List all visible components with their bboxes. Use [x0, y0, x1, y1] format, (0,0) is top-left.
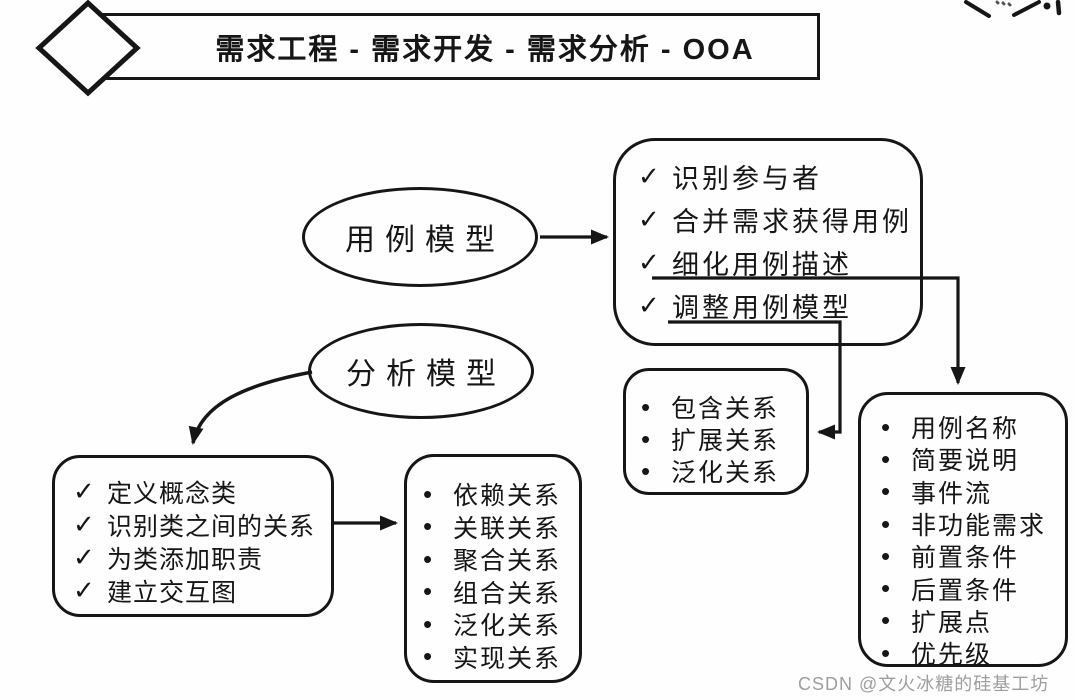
list-item: • 依赖关系: [423, 478, 579, 511]
list-item-label: 关联关系: [453, 514, 562, 543]
check-icon: ✓: [638, 247, 663, 277]
bullet-icon: •: [881, 508, 893, 539]
check-icon: ✓: [638, 161, 663, 191]
bullet-icon: •: [423, 641, 435, 672]
list-item-label: 依赖关系: [453, 482, 562, 511]
use-case-model-ellipse: 用例模型: [302, 187, 538, 287]
check-icon: ✓: [73, 542, 96, 572]
list-item-label: 扩展点: [911, 608, 993, 637]
list-item-label: 调整用例模型: [672, 293, 852, 323]
bullet-icon: •: [881, 411, 893, 442]
analysis-model-ellipse: 分析模型: [308, 323, 534, 419]
list-item: • 泛化关系: [641, 455, 806, 488]
analysis-steps-box: ✓ 定义概念类 ✓ 识别类之间的关系 ✓ 为类添加职责 ✓ 建立交互图: [52, 455, 334, 617]
list-item: • 事件流: [881, 476, 1065, 508]
list-item-label: 实现关系: [453, 644, 562, 673]
bullet-icon: •: [423, 478, 435, 509]
list-item: • 实现关系: [423, 641, 579, 674]
list-item: ✓ 调整用例模型: [638, 284, 920, 327]
bullet-icon: •: [641, 455, 653, 486]
watermark: CSDN @文火冰糖的硅基工坊: [798, 674, 1050, 694]
list-item-label: 后置条件: [911, 576, 1020, 605]
list-item: ✓ 定义概念类: [73, 475, 331, 508]
list-item-label: 建立交互图: [107, 578, 238, 607]
page-title: 需求工程 - 需求开发 - 需求分析 - OOA: [215, 33, 755, 66]
list-item-label: 非功能需求: [911, 512, 1047, 541]
check-icon: ✓: [73, 575, 96, 605]
list-item: • 扩展关系: [641, 423, 806, 456]
list-item: • 包含关系: [641, 391, 806, 424]
bullet-icon: •: [881, 540, 893, 571]
list-item-label: 扩展关系: [671, 427, 780, 455]
bullet-icon: •: [881, 443, 893, 474]
list-item: • 优先级: [881, 637, 1065, 670]
bullet-icon: •: [423, 608, 435, 639]
bullet-icon: •: [881, 637, 893, 668]
list-item-label: 优先级: [911, 641, 993, 670]
list-item: ✓ 细化用例描述: [638, 241, 920, 284]
list-item-label: 前置条件: [911, 544, 1020, 573]
list-item-label: 识别参与者: [672, 164, 822, 194]
bullet-icon: •: [423, 511, 435, 542]
list-item: • 后置条件: [881, 572, 1065, 605]
list-item-label: 简要说明: [911, 447, 1020, 476]
use-case-relations-box: • 包含关系 • 扩展关系 • 泛化关系: [623, 368, 809, 495]
use-case-model-label: 用例模型: [345, 224, 505, 257]
list-item: • 泛化关系: [423, 608, 579, 641]
list-item-label: 泛化关系: [453, 612, 562, 641]
list-item: ✓ 为类添加职责: [73, 541, 331, 574]
list-item: ✓ 合并需求获得用例: [638, 198, 920, 241]
check-icon: ✓: [638, 204, 663, 234]
corner-crop-mark-icon: [964, 0, 1062, 18]
class-relations-box: • 依赖关系 • 关联关系 • 聚合关系 • 组合关系 • 泛化关系 • 实现关…: [404, 454, 582, 683]
check-icon: ✓: [73, 476, 96, 506]
list-item-label: 细化用例描述: [672, 250, 852, 280]
list-item-label: 合并需求获得用例: [672, 207, 912, 237]
list-item: ✓ 识别参与者: [638, 155, 920, 198]
list-item-label: 用例名称: [911, 415, 1020, 444]
list-item-label: 包含关系: [671, 395, 780, 423]
list-item: • 简要说明: [881, 443, 1065, 476]
bullet-icon: •: [881, 573, 893, 604]
list-item: • 用例名称: [881, 411, 1065, 444]
bullet-icon: •: [641, 391, 653, 422]
bullet-icon: •: [641, 423, 653, 454]
list-item: ✓ 识别类之间的关系: [73, 508, 331, 541]
analysis-model-label: 分析模型: [346, 358, 506, 391]
list-item-label: 定义概念类: [107, 479, 238, 508]
bullet-icon: •: [423, 576, 435, 607]
list-item-label: 泛化关系: [671, 459, 780, 487]
list-item: • 前置条件: [881, 540, 1065, 573]
bullet-icon: •: [881, 476, 893, 507]
list-item-label: 识别类之间的关系: [107, 512, 316, 541]
bullet-icon: •: [423, 543, 435, 574]
list-item: • 聚合关系: [423, 543, 579, 576]
arrow-analysis-to-steps: [188, 370, 313, 445]
list-item: • 扩展点: [881, 605, 1065, 637]
list-item: • 关联关系: [423, 511, 579, 544]
title-banner: 需求工程 - 需求开发 - 需求分析 - OOA: [95, 13, 820, 80]
list-item: • 非功能需求: [881, 508, 1065, 541]
use-case-steps-box: ✓ 识别参与者 ✓ 合并需求获得用例 ✓ 细化用例描述 ✓ 调整用例模型: [613, 138, 923, 346]
list-item-label: 聚合关系: [453, 547, 562, 576]
bullet-icon: •: [881, 605, 893, 636]
check-icon: ✓: [638, 290, 663, 320]
list-item-label: 事件流: [911, 479, 993, 508]
list-item-label: 组合关系: [453, 579, 562, 608]
list-item: • 组合关系: [423, 576, 579, 609]
check-icon: ✓: [73, 509, 96, 539]
list-item-label: 为类添加职责: [107, 545, 264, 574]
list-item: ✓ 建立交互图: [73, 574, 331, 607]
use-case-description-box: • 用例名称 • 简要说明 • 事件流 • 非功能需求 • 前置条件 • 后置条…: [858, 392, 1068, 670]
